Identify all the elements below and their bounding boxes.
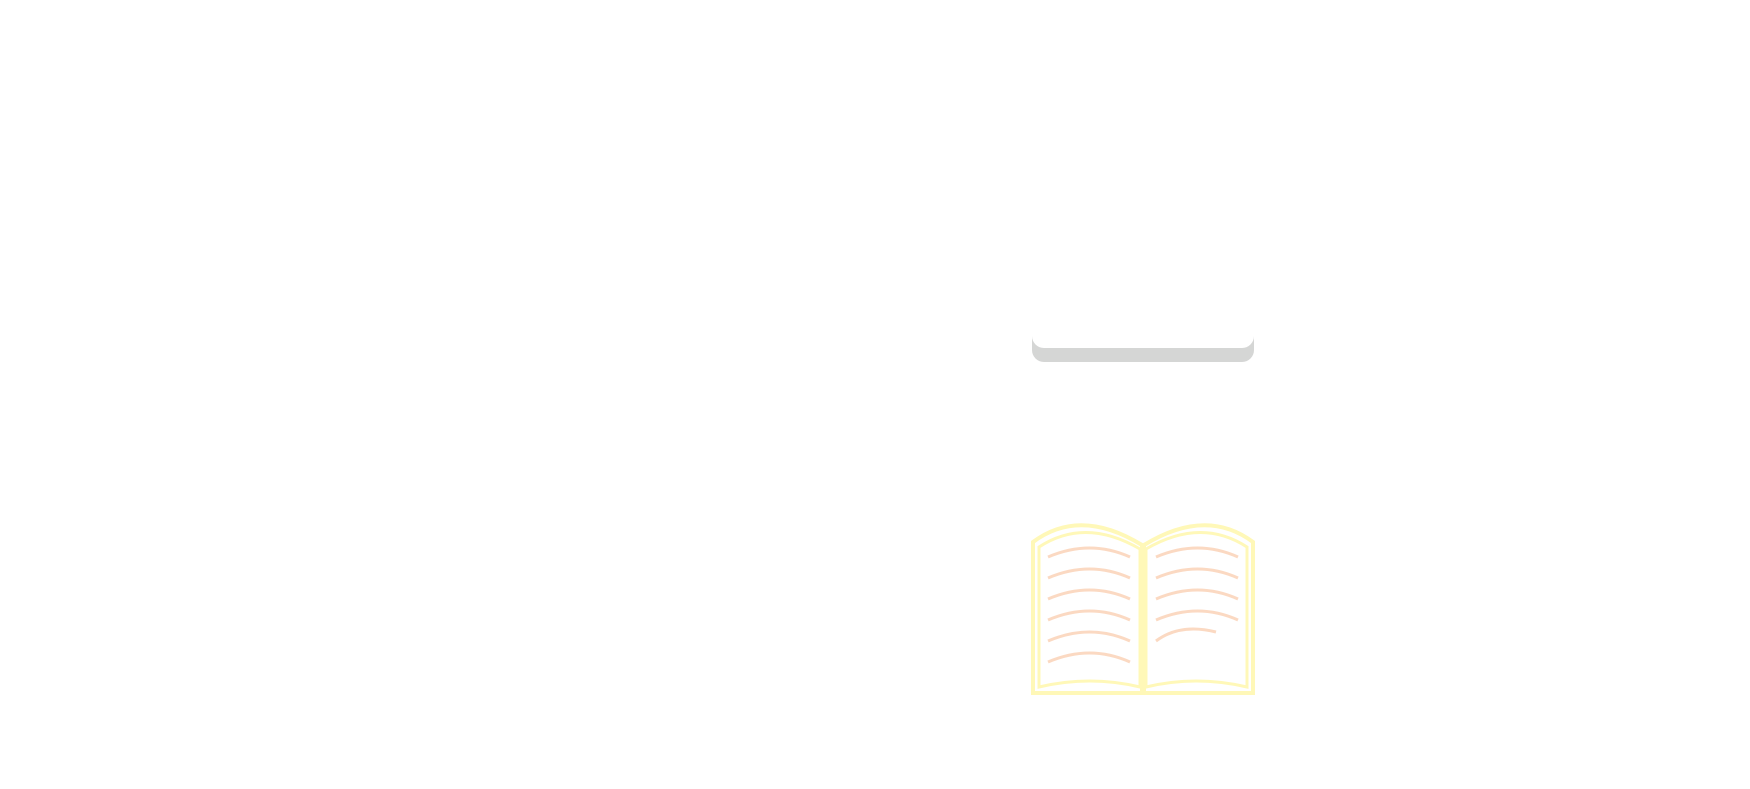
gray-bar-button[interactable] — [1032, 330, 1254, 362]
book-right-cover — [1142, 523, 1255, 695]
book-left-lines — [1047, 546, 1131, 664]
book-left-page — [1037, 531, 1142, 689]
book-right-lines — [1155, 546, 1239, 643]
open-book-icon — [1031, 523, 1255, 695]
book-left-cover — [1031, 523, 1144, 695]
bar-highlight — [1032, 330, 1254, 348]
book-right-page — [1144, 531, 1249, 689]
